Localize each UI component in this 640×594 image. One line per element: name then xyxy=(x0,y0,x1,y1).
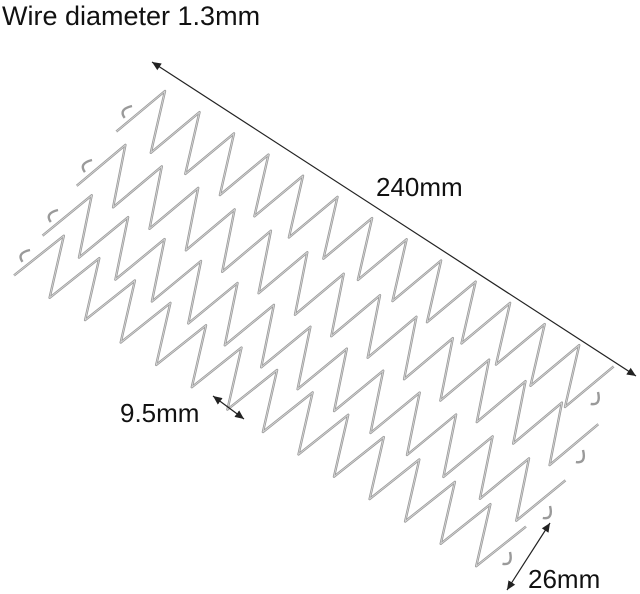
spring-4-highlight xyxy=(13,235,527,567)
spring-2-hook-end xyxy=(575,449,586,464)
spring-3-highlight xyxy=(42,194,566,522)
length-dimension-line xyxy=(151,61,637,377)
spring-1-hook-start xyxy=(121,104,133,119)
spring-3-hook-start xyxy=(47,208,59,223)
width-dimension-line xyxy=(506,522,551,591)
spring-3-hook-end xyxy=(542,505,553,520)
pitch-label: 9.5mm xyxy=(120,398,200,428)
spring-4-hook-end xyxy=(502,551,512,566)
wire-diameter-title: Wire diameter 1.3mm xyxy=(2,1,261,31)
spring-1-highlight xyxy=(116,90,614,408)
spring-2-hook-start xyxy=(81,158,93,173)
length-label: 240mm xyxy=(376,172,463,202)
width-label: 26mm xyxy=(528,564,601,594)
pitch-dimension-line xyxy=(212,395,245,420)
spring-4-hook-start xyxy=(19,248,31,263)
spring-1-hook-end xyxy=(590,391,600,406)
